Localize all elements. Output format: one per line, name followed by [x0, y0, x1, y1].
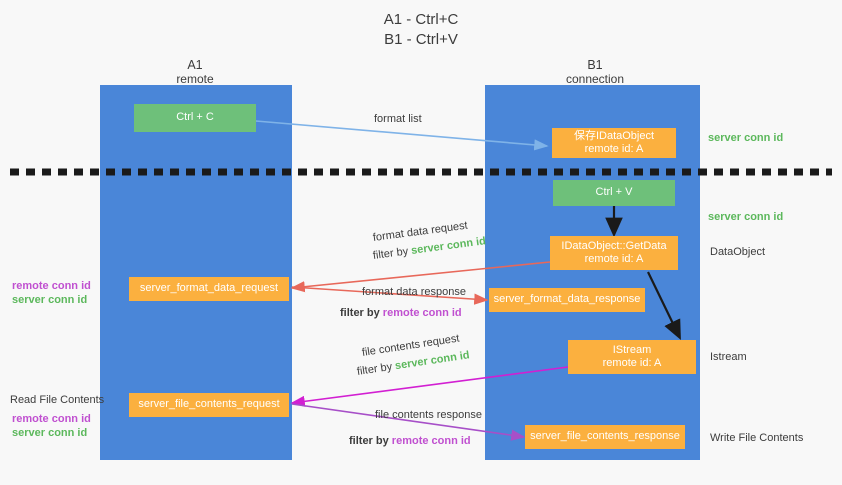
label-format-data-response-filter-value: remote conn id [382, 307, 462, 319]
box-istream-line1: IStream [612, 343, 652, 356]
lane-header-b1: B1 connection [520, 58, 670, 86]
label-file-contents-request-filter-prefix: filter by [356, 360, 396, 378]
lane-a1-name: A1 [187, 58, 203, 72]
box-server-file-contents-response-label: server_file_contents_response [530, 430, 680, 443]
box-idataobject-getdata-line1: IDataObject::GetData [561, 239, 667, 252]
box-server-format-data-response[interactable]: server_format_data_response [489, 288, 645, 312]
box-save-idataobject[interactable]: 保存IDataObject remote id: A [552, 128, 676, 158]
box-idataobject-getdata[interactable]: IDataObject::GetData remote id: A [550, 236, 678, 270]
box-save-idataobject-line1: 保存IDataObject [573, 129, 655, 142]
label-file-contents-response-filter: filter by remote conn id [349, 434, 471, 448]
page-title: A1 - Ctrl+C B1 - Ctrl+V [0, 10, 842, 50]
box-istream[interactable]: IStream remote id: A [568, 340, 696, 374]
title-line-2: B1 - Ctrl+V [384, 31, 458, 48]
right-label-write-file-contents: Write File Contents [710, 432, 804, 444]
lane-header-a1: A1 remote [120, 58, 270, 86]
box-server-format-data-response-label: server_format_data_response [493, 293, 641, 306]
label-format-data-response-filter: filter by remote conn id [340, 306, 462, 320]
label-file-contents-response-filter-prefix: filter by [349, 435, 392, 447]
box-ctrl-c-label: Ctrl + C [176, 111, 214, 124]
left-label-remote-conn-id-2: remote conn id [12, 413, 91, 425]
lane-b1-sub: connection [565, 72, 625, 86]
box-server-format-data-request[interactable]: server_format_data_request [129, 277, 289, 301]
box-server-file-contents-response[interactable]: server_file_contents_response [525, 425, 685, 449]
label-format-data-response-filter-prefix: filter by [340, 307, 383, 319]
left-label-read-file-contents: Read File Contents [10, 394, 105, 406]
box-server-file-contents-request-label: server_file_contents_request [138, 398, 280, 411]
box-ctrl-v-label: Ctrl + V [595, 186, 633, 199]
box-server-file-contents-request[interactable]: server_file_contents_request [129, 393, 289, 417]
right-label-istream: Istream [710, 351, 747, 363]
right-label-server-conn-id-2: server conn id [708, 211, 784, 223]
box-save-idataobject-line2: remote id: A [584, 143, 644, 155]
label-format-data-request-filter-prefix: filter by [372, 245, 412, 262]
box-ctrl-c[interactable]: Ctrl + C [134, 104, 256, 132]
left-label-remote-conn-id-1: remote conn id [12, 280, 91, 292]
lane-b1-name: B1 [587, 58, 603, 72]
left-label-server-conn-id-1: server conn id [12, 294, 88, 306]
right-label-server-conn-id-1: server conn id [708, 132, 784, 144]
left-label-server-conn-id-2: server conn id [12, 427, 88, 439]
box-istream-line2: remote id: A [602, 357, 662, 369]
title-line-1: A1 - Ctrl+C [383, 11, 459, 28]
right-label-dataobject: DataObject [710, 246, 766, 258]
label-format-data-response: format data response [362, 286, 466, 298]
lane-a1-sub: remote [176, 72, 214, 86]
label-format-list: format list [374, 113, 422, 125]
label-file-contents-response: file contents response [375, 409, 483, 421]
box-server-format-data-request-label: server_format_data_request [139, 282, 279, 295]
label-file-contents-response-filter-value: remote conn id [391, 435, 471, 447]
box-idataobject-getdata-line2: remote id: A [584, 253, 644, 265]
box-ctrl-v[interactable]: Ctrl + V [553, 180, 675, 206]
